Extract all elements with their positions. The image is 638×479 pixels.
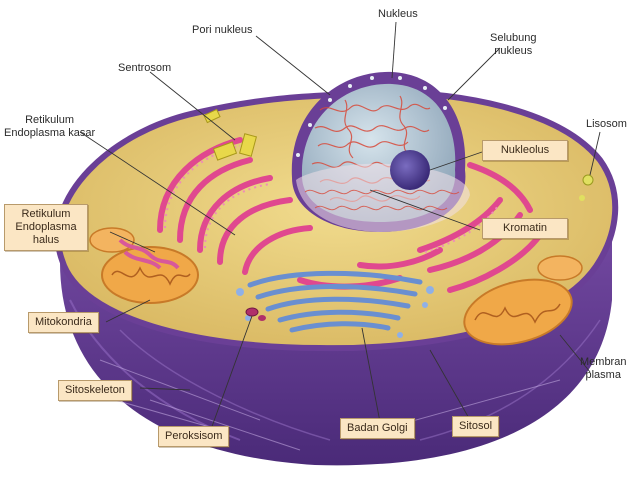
label-sitoskeleton: Sitoskeleton bbox=[58, 380, 132, 401]
label-sitosol: Sitosol bbox=[452, 416, 500, 437]
mitochondrion-right bbox=[463, 278, 573, 346]
golgi-apparatus bbox=[247, 270, 423, 333]
label-sentrosom: Sentrosom bbox=[118, 62, 172, 74]
label-selubung-nukleus: Selubung nukleus bbox=[490, 32, 537, 57]
leader-lines bbox=[79, 21, 601, 433]
peroxisome bbox=[245, 307, 266, 321]
nucleus bbox=[291, 71, 470, 233]
label-membran-plasma: Membran plasma bbox=[580, 356, 627, 381]
mitochondrion-left bbox=[101, 246, 199, 304]
label-pori-nukleus: Pori nukleus bbox=[192, 24, 253, 36]
mitochondrion-left-back bbox=[89, 227, 135, 253]
nuclear-pores bbox=[296, 76, 447, 157]
label-kromatin: Kromatin bbox=[482, 218, 568, 239]
label-nukleus: Nukleus bbox=[378, 8, 418, 20]
label-mitokondria: Mitokondria bbox=[28, 312, 99, 333]
label-lisosom: Lisosom bbox=[586, 118, 627, 130]
label-badan-golgi: Badan Golgi bbox=[340, 418, 415, 439]
mitochondrion-right-back bbox=[537, 255, 583, 281]
label-peroksisom: Peroksisom bbox=[158, 426, 230, 447]
label-retikulum-endoplasma-kasar: Retikulum Endoplasma kasar bbox=[4, 114, 96, 139]
label-retikulum-endoplasma-halus: Retikulum Endoplasma halus bbox=[4, 204, 88, 251]
label-nukleolus: Nukleolus bbox=[482, 140, 568, 161]
golgi-vesicles bbox=[236, 286, 434, 338]
centrosome bbox=[203, 108, 257, 161]
smooth-endoplasmic-reticulum bbox=[118, 238, 180, 270]
rough-er-ribosomes bbox=[164, 145, 499, 253]
nucleolus bbox=[390, 150, 430, 190]
lysosome bbox=[579, 174, 594, 201]
